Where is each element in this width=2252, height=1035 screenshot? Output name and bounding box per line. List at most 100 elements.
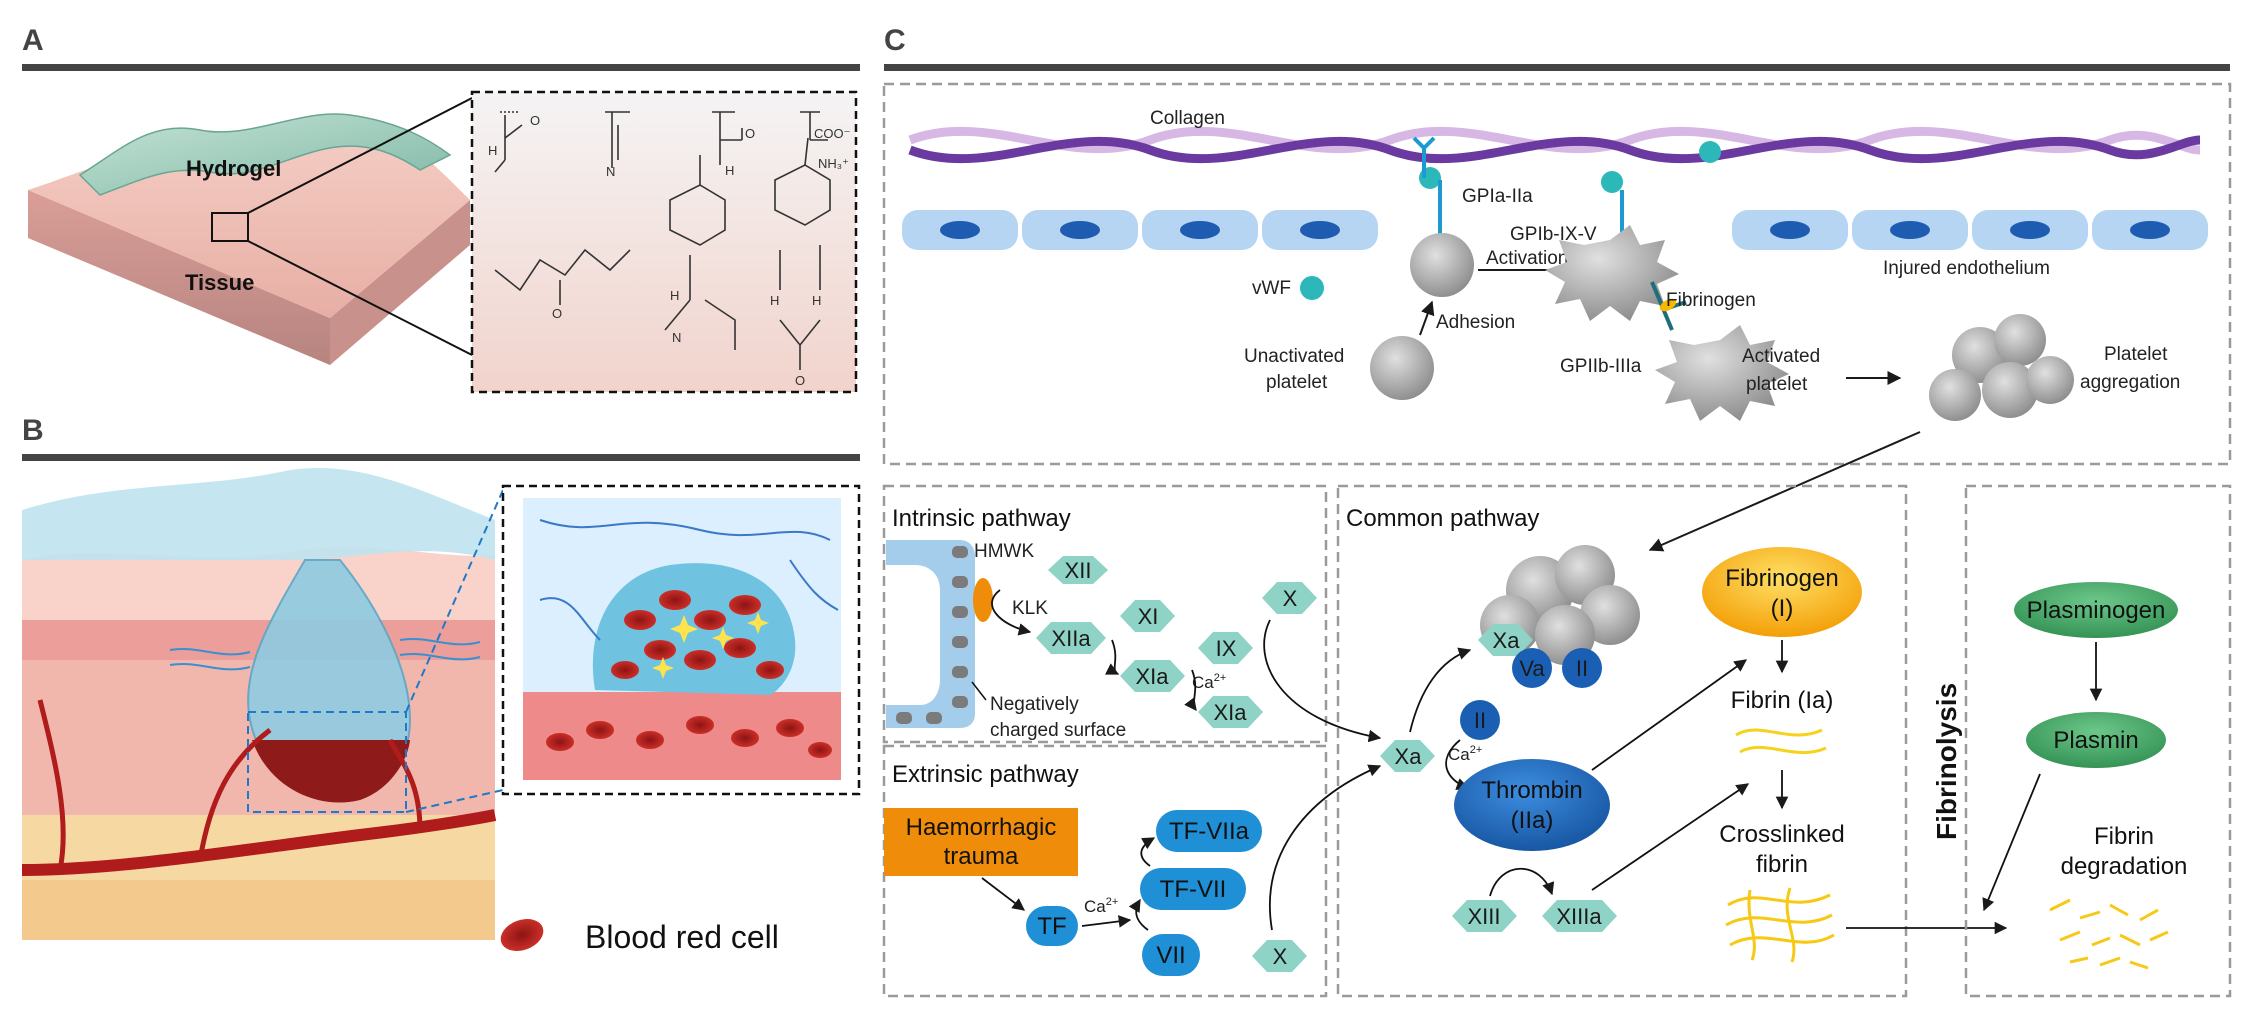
blood-clot bbox=[252, 740, 410, 803]
hex-xii: XII bbox=[1048, 556, 1108, 584]
vwf-icon bbox=[1300, 276, 1324, 300]
chem-h-3: H bbox=[670, 288, 679, 303]
pill-tf-vii bbox=[1140, 868, 1246, 910]
hydrogel-film bbox=[78, 113, 452, 196]
chem-n-1: N bbox=[606, 164, 615, 179]
zoom-line-top bbox=[247, 97, 473, 214]
chem-o-2: O bbox=[745, 126, 755, 141]
hex-x-intrinsic-label: X bbox=[1283, 586, 1298, 611]
capillary-3 bbox=[387, 738, 423, 831]
trauma-label-1: Haemorrhagic bbox=[906, 814, 1057, 841]
common-ca-label: Ca2+ bbox=[1448, 744, 1482, 764]
circle-ii bbox=[1460, 700, 1500, 740]
vwf-label: vWF bbox=[1252, 278, 1291, 299]
fibrinogen-bridge bbox=[1659, 298, 1677, 312]
negative-surface bbox=[886, 540, 975, 728]
panel-a: A Hydrogel Tissue bbox=[22, 24, 860, 394]
hmwk-icon bbox=[973, 578, 993, 622]
aggregation-label-1: Platelet bbox=[2104, 344, 2168, 365]
chem-h-2: H bbox=[725, 163, 734, 178]
arrow-x-xa-extrinsic bbox=[1269, 764, 1382, 931]
panel-c-rule bbox=[884, 64, 2230, 71]
hex-xiia: XIIa bbox=[1036, 622, 1106, 654]
adhesion-arrow bbox=[1419, 300, 1435, 336]
b-zoom-line-top bbox=[405, 489, 504, 713]
hydrogel-sheet bbox=[22, 468, 495, 560]
adhering-platelet bbox=[1410, 233, 1474, 297]
common-title: Common pathway bbox=[1346, 505, 1539, 532]
circle-ii-top bbox=[1562, 648, 1602, 688]
hex-x-extrinsic: X bbox=[1252, 940, 1307, 972]
panel-b-letter: B bbox=[22, 414, 44, 447]
trauma-box bbox=[884, 808, 1078, 876]
crosslinked-label-2: fibrin bbox=[1756, 851, 1808, 878]
gpia-label: GPIa-IIa bbox=[1462, 186, 1533, 207]
circle-ii-top-label: II bbox=[1576, 656, 1588, 681]
arrow-xi-xia bbox=[1105, 639, 1120, 675]
thrombin-label-1: Thrombin bbox=[1481, 777, 1582, 804]
hex-xiii: XIII bbox=[1452, 900, 1517, 932]
intrinsic-ca-label: Ca2+ bbox=[1192, 672, 1226, 692]
pill-tf bbox=[1026, 906, 1078, 946]
negative-label-2: charged surface bbox=[990, 720, 1126, 741]
gpib-label: GPIb-IX-V bbox=[1510, 224, 1597, 245]
activated-label-1: Activated bbox=[1742, 346, 1820, 367]
intrinsic-box bbox=[882, 484, 1328, 744]
trauma-label-2: trauma bbox=[944, 843, 1019, 870]
fibrin-strands-icon bbox=[1735, 728, 1827, 755]
capillary-1 bbox=[37, 699, 66, 871]
hex-x-extrinsic-label: X bbox=[1273, 944, 1288, 969]
arrow-x-xa-intrinsic bbox=[1263, 619, 1382, 743]
fibrinolysis-title: Fibrinolysis bbox=[1931, 683, 1962, 840]
hex-xa: Xa bbox=[1380, 740, 1435, 772]
hex-x-intrinsic: X bbox=[1262, 582, 1317, 614]
hexagons-intrinsic: XII XIIa XI XIa IX XIa X bbox=[1036, 556, 1317, 728]
gpiib-label: GPIIb-IIIa bbox=[1560, 356, 1642, 377]
vwf-bound-2 bbox=[1601, 171, 1623, 193]
tissue-right-face bbox=[330, 200, 470, 365]
tissue-label: Tissue bbox=[185, 270, 254, 295]
common-box bbox=[1336, 484, 1908, 998]
fibrinogen-ellipse bbox=[1702, 547, 1862, 637]
wave-right bbox=[399, 638, 481, 661]
degradation-label-1: Fibrin bbox=[2094, 823, 2154, 850]
gpia-receptor bbox=[1412, 136, 1436, 178]
arrow-plasmin-degradation bbox=[1982, 773, 2041, 912]
epidermis-layer bbox=[22, 547, 495, 620]
neg-leader bbox=[971, 681, 987, 701]
hmwk-label: HMWK bbox=[974, 541, 1034, 562]
arrow-tfvii-tfviia bbox=[1140, 837, 1156, 867]
activation-label: Activation bbox=[1486, 248, 1568, 269]
arrow-tf-tfvii bbox=[1081, 915, 1132, 928]
chem-coo: COO⁻ bbox=[814, 126, 850, 141]
pill-tf-vii-label: TF-VII bbox=[1160, 876, 1227, 903]
endothelium-right bbox=[1732, 210, 2208, 250]
unactivated-label-2: platelet bbox=[1266, 372, 1328, 393]
pill-vii bbox=[1142, 934, 1200, 976]
activated-platelet-2 bbox=[1655, 325, 1789, 421]
extrinsic-box bbox=[882, 744, 1328, 998]
hex-xiiia: XIIIa bbox=[1542, 900, 1617, 932]
activated-label-2: platelet bbox=[1746, 374, 1808, 395]
fibrin-fragments-icon bbox=[2049, 898, 2169, 970]
panel-b: B bbox=[21, 414, 861, 955]
degradation-label-2: degradation bbox=[2061, 853, 2188, 880]
hex-xia-2: XIa bbox=[1198, 696, 1263, 728]
chemical-structures bbox=[494, 111, 831, 370]
aggregation-label-2: aggregation bbox=[2080, 372, 2180, 393]
arrow-xa-complex bbox=[1409, 647, 1472, 733]
hex-ix-label: IX bbox=[1216, 636, 1237, 661]
thrombin-ellipse bbox=[1454, 759, 1610, 851]
pill-tf-viia-label: TF-VIIa bbox=[1169, 818, 1250, 845]
fibrinolysis-box bbox=[1964, 484, 2232, 998]
zoom-line-bottom bbox=[247, 240, 473, 356]
chem-o-1: O bbox=[530, 113, 540, 128]
panel-c-letter: C bbox=[884, 24, 906, 57]
platelet-spark-icons bbox=[652, 612, 769, 679]
thrombin-label-2: (IIa) bbox=[1511, 807, 1554, 834]
chem-h-1: H bbox=[488, 143, 497, 158]
hex-xi: XI bbox=[1120, 600, 1175, 632]
circle-va-label: Va bbox=[1519, 656, 1545, 681]
hex-xa-top: Xa bbox=[1478, 624, 1533, 656]
